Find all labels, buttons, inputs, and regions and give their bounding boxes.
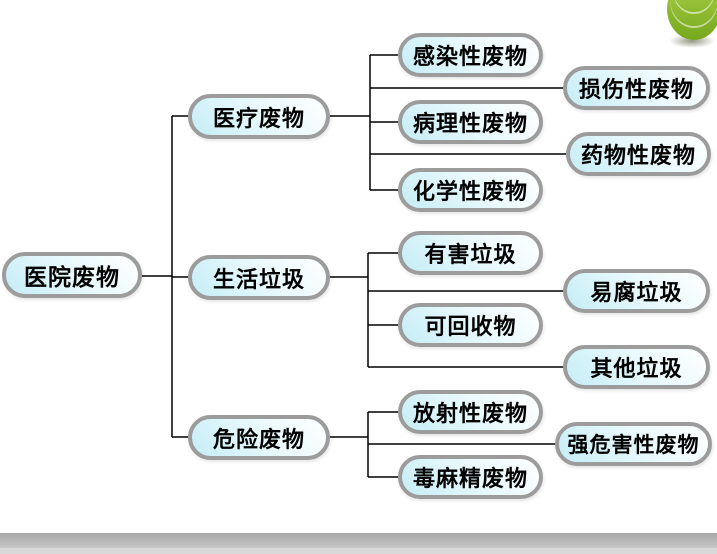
node-pathological-waste: 病理性废物: [398, 100, 543, 144]
node-label: 生活垃圾: [212, 266, 305, 292]
node-injurious-waste: 损伤性废物: [563, 66, 710, 110]
node-label: 有害垃圾: [424, 242, 517, 267]
node-perishable-garbage: 易腐垃圾: [563, 269, 710, 313]
node-hospital-waste: 医院废物: [2, 252, 142, 298]
node-label: 危险废物: [212, 426, 305, 452]
node-label: 医院废物: [24, 265, 120, 290]
node-medical-waste: 医疗废物: [188, 94, 330, 139]
node-strongly-hazardous-waste: 强危害性废物: [555, 422, 712, 466]
node-pharmaceutical-waste: 药物性废物: [566, 132, 711, 176]
node-infectious-waste: 感染性废物: [398, 33, 543, 77]
node-label: 易腐垃圾: [590, 280, 683, 305]
green-apple-decoration: [665, 0, 717, 54]
footer-bar: [0, 533, 717, 548]
node-label: 医疗废物: [212, 105, 305, 131]
node-label: 强危害性废物: [567, 433, 700, 457]
node-label: 病理性废物: [412, 111, 528, 136]
node-label: 药物性废物: [580, 143, 696, 168]
footer-strip: [0, 548, 717, 554]
node-label: 毒麻精废物: [412, 466, 528, 491]
node-label: 放射性废物: [412, 401, 528, 426]
node-hazardous-waste: 危险废物: [188, 415, 330, 460]
node-chemical-waste: 化学性废物: [398, 168, 543, 212]
node-harmful-garbage: 有害垃圾: [398, 231, 543, 275]
node-other-garbage: 其他垃圾: [563, 345, 710, 389]
node-label: 感染性废物: [412, 44, 528, 69]
node-label: 化学性废物: [412, 179, 528, 204]
node-label: 其他垃圾: [590, 356, 683, 381]
node-label: 损伤性废物: [578, 77, 694, 102]
node-radioactive-waste: 放射性废物: [398, 390, 543, 434]
node-label: 可回收物: [424, 314, 517, 339]
node-narcotic-psychotropic-waste: 毒麻精废物: [398, 455, 543, 499]
node-recyclable-garbage: 可回收物: [398, 303, 543, 347]
node-domestic-garbage: 生活垃圾: [188, 255, 330, 300]
